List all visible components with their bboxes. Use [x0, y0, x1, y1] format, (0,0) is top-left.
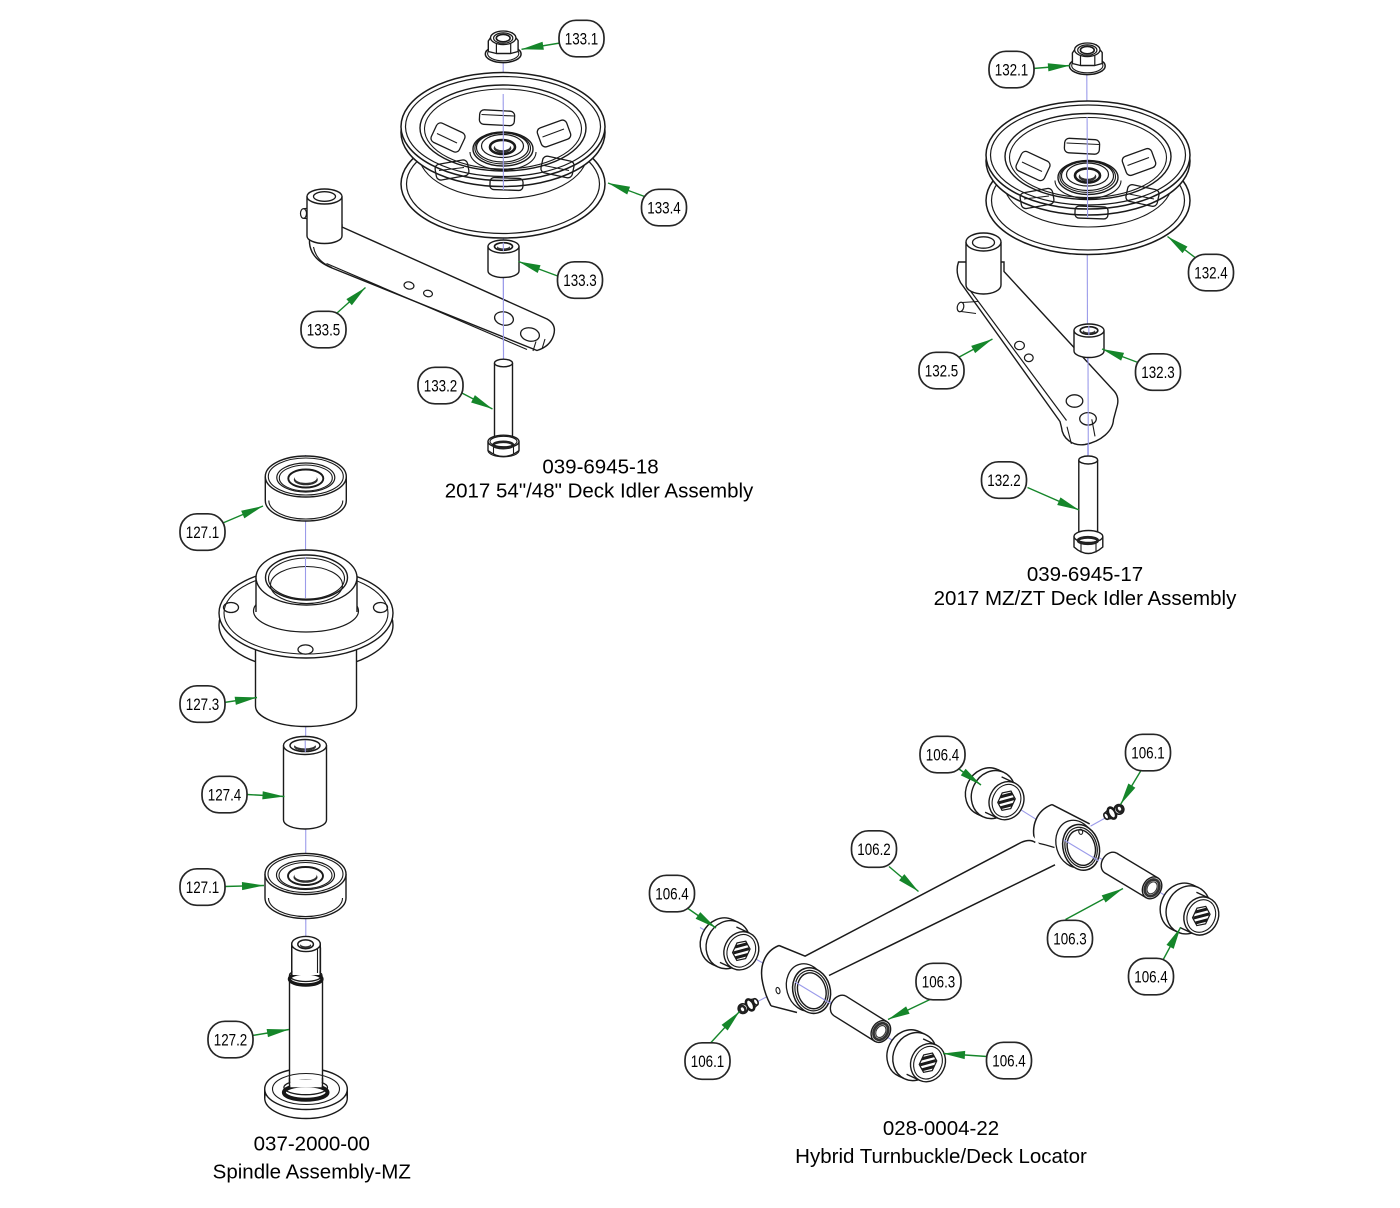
svg-text:106.3: 106.3 [922, 973, 956, 992]
svg-text:132.4: 132.4 [1194, 264, 1228, 283]
svg-text:039-6945-18: 039-6945-18 [542, 456, 658, 479]
svg-text:106.4: 106.4 [926, 746, 960, 765]
svg-text:127.4: 127.4 [208, 786, 242, 805]
svg-text:106.4: 106.4 [655, 885, 689, 904]
svg-text:Hybrid Turnbuckle/Deck Locator: Hybrid Turnbuckle/Deck Locator [795, 1145, 1087, 1168]
svg-text:133.4: 133.4 [647, 199, 681, 218]
svg-text:133.3: 133.3 [563, 271, 597, 290]
svg-text:127.1: 127.1 [186, 878, 220, 897]
svg-text:2017 54"/48" Deck Idler Assemb: 2017 54"/48" Deck Idler Assembly [445, 480, 754, 503]
svg-text:106.1: 106.1 [691, 1052, 725, 1071]
svg-text:132.1: 132.1 [995, 61, 1029, 80]
svg-text:133.5: 133.5 [307, 321, 341, 340]
svg-text:133.1: 133.1 [565, 30, 599, 49]
svg-text:106.2: 106.2 [857, 840, 891, 859]
svg-text:132.5: 132.5 [925, 362, 959, 381]
svg-text:028-0004-22: 028-0004-22 [883, 1117, 999, 1140]
svg-text:106.1: 106.1 [1131, 744, 1165, 763]
svg-text:Spindle Assembly-MZ: Spindle Assembly-MZ [213, 1161, 411, 1184]
svg-text:133.2: 133.2 [424, 377, 458, 396]
svg-text:132.2: 132.2 [987, 471, 1021, 490]
svg-text:039-6945-17: 039-6945-17 [1027, 563, 1143, 586]
svg-text:106.4: 106.4 [1134, 968, 1168, 987]
svg-text:106.4: 106.4 [992, 1052, 1026, 1071]
svg-text:2017 MZ/ZT Deck Idler Assembly: 2017 MZ/ZT Deck Idler Assembly [934, 587, 1237, 610]
svg-text:127.1: 127.1 [186, 523, 220, 542]
svg-text:127.3: 127.3 [186, 695, 220, 714]
svg-text:132.3: 132.3 [1141, 363, 1175, 382]
svg-text:127.2: 127.2 [214, 1031, 248, 1050]
svg-text:037-2000-00: 037-2000-00 [254, 1133, 370, 1156]
svg-text:106.3: 106.3 [1053, 930, 1087, 949]
